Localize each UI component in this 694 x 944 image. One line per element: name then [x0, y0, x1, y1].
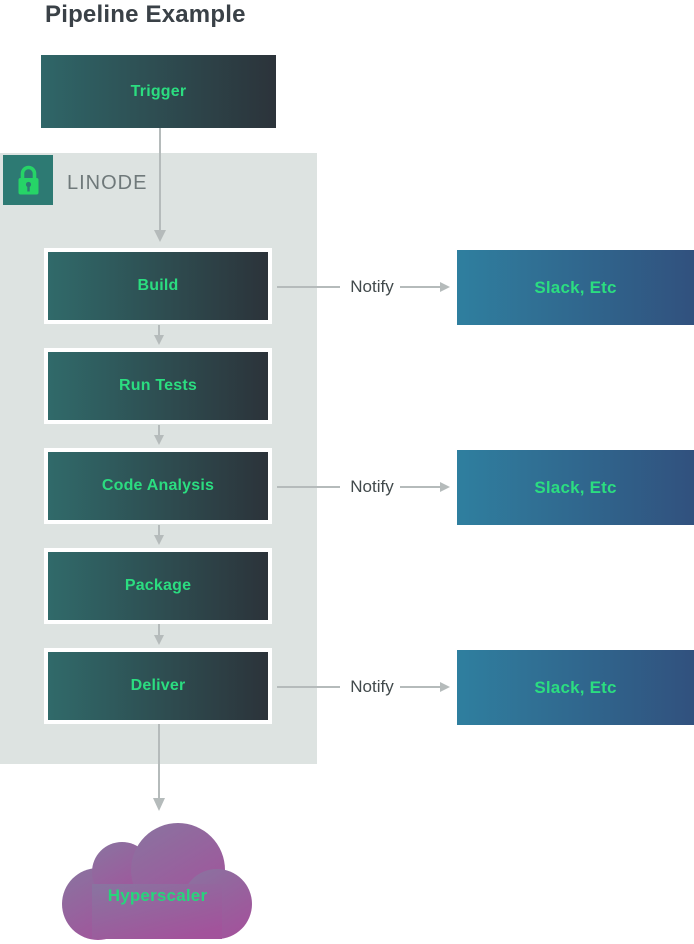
notify-label: Notify — [350, 477, 394, 496]
node-deliver: Deliver — [44, 648, 272, 724]
node-slack-etc: Slack, Etc — [457, 650, 694, 725]
page-title: Pipeline Example — [45, 1, 246, 28]
node-slack-etc-label: Slack, Etc — [534, 677, 617, 697]
hyperscaler-cloud — [62, 823, 252, 940]
node-trigger: Trigger — [41, 55, 276, 128]
linode-label: LINODE — [67, 172, 148, 194]
node-slack-etc: Slack, Etc — [457, 250, 694, 325]
lock-icon — [18, 165, 38, 194]
arrowhead-down-icon — [153, 798, 165, 811]
cloud-shape — [62, 823, 252, 940]
node-code-analysis-label: Code Analysis — [101, 477, 215, 494]
node-slack-etc: Slack, Etc — [457, 450, 694, 525]
hyperscaler-label: Hyperscaler — [107, 886, 208, 905]
node-run-tests: Run Tests — [44, 348, 272, 424]
lock-badge — [3, 155, 53, 205]
node-slack-etc-label: Slack, Etc — [534, 277, 617, 297]
node-build: Build — [44, 248, 272, 324]
node-package-label: Package — [124, 577, 192, 594]
arrowhead-right-icon — [440, 282, 450, 292]
node-build-label: Build — [137, 277, 179, 294]
arrowhead-right-icon — [440, 482, 450, 492]
node-code-analysis: Code Analysis — [44, 448, 272, 524]
node-slack-etc-label: Slack, Etc — [534, 477, 617, 497]
notify-label: Notify — [350, 277, 394, 296]
notify-label: Notify — [350, 677, 394, 696]
node-deliver-label: Deliver — [130, 677, 186, 694]
node-trigger-label: Trigger — [130, 82, 187, 100]
node-run-tests-label: Run Tests — [119, 377, 197, 394]
node-package: Package — [44, 548, 272, 624]
arrowhead-right-icon — [440, 682, 450, 692]
